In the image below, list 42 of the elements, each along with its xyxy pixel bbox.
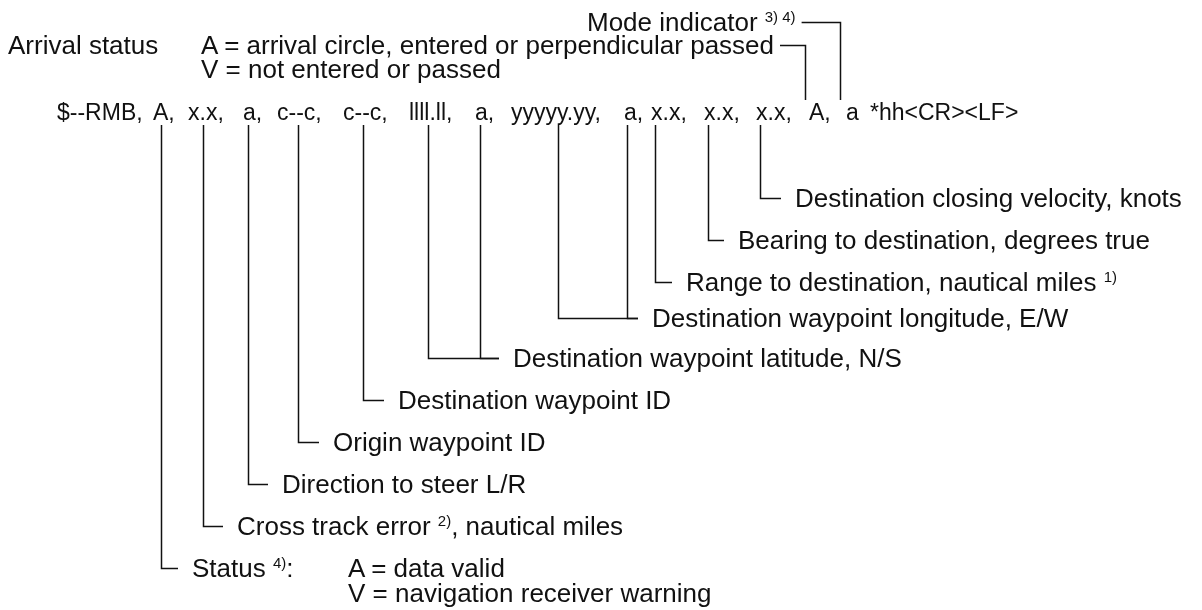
field-description: Direction to steer L/R xyxy=(268,469,527,499)
field-code: *hh<CR><LF> xyxy=(870,99,1019,125)
field-code: a, xyxy=(624,99,644,125)
field-code: c--c, xyxy=(277,99,322,125)
field-code: x.x, xyxy=(756,99,792,125)
leader-line xyxy=(202,124,224,528)
leader-line xyxy=(247,124,269,486)
field-description: Bearing to destination, degrees true xyxy=(724,225,1150,255)
leader-line xyxy=(707,124,725,242)
field-code: llll.ll, xyxy=(409,99,453,125)
field-code: $--RMB, xyxy=(57,99,143,125)
field-code: c--c, xyxy=(343,99,388,125)
field-code: a, xyxy=(243,99,263,125)
value-definition: V = navigation receiver warning xyxy=(348,580,712,606)
field-code: a xyxy=(846,99,859,125)
field-code: x.x, xyxy=(651,99,687,125)
value-definition: A = data valid xyxy=(348,555,505,581)
field-code: a, xyxy=(475,99,495,125)
leader-line xyxy=(362,124,385,402)
field-code: yyyyy.yy, xyxy=(511,99,601,125)
field-description: Destination waypoint ID xyxy=(384,385,672,415)
leader-line xyxy=(297,124,320,444)
field-description: Origin waypoint ID xyxy=(319,427,546,457)
field-description: Status $^{4)}$: xyxy=(192,555,294,581)
field-code: x.x, xyxy=(704,99,740,125)
field-description: Range to destination, nautical miles $^{1)}$ xyxy=(672,267,1118,297)
leader-line xyxy=(626,124,639,320)
value-definition: A = arrival circle, entered or perpendicular passed xyxy=(201,32,775,58)
leader-line xyxy=(779,44,807,101)
leader-line xyxy=(759,124,782,200)
leader-line xyxy=(160,124,179,570)
field-description: Arrival status xyxy=(8,32,159,58)
leader-line xyxy=(654,124,673,284)
field-description: Cross track error $^{2)}$, nautical miles xyxy=(223,511,624,541)
field-description: Destination waypoint latitude, N/S xyxy=(499,343,902,373)
field-code: x.x, xyxy=(188,99,224,125)
leader-line xyxy=(800,21,842,101)
field-description: Destination closing velocity, knots xyxy=(781,183,1182,213)
field-code: A, xyxy=(809,99,831,125)
field-description: Destination waypoint longitude, E/W xyxy=(638,303,1069,333)
leader-line xyxy=(479,124,500,360)
field-code: A, xyxy=(153,99,175,125)
